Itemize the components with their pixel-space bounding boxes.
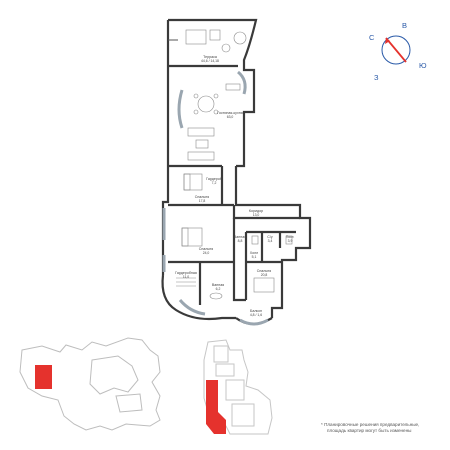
room-name-laundry: Пост.	[286, 235, 295, 239]
room-area-bedroom-2: 24,0	[203, 251, 210, 255]
compass-north-letter: С	[369, 33, 375, 42]
room-name-corridor: Коридор	[249, 209, 263, 213]
room-labels: Терраса 44,6 / 14,18 Гостиная-кухня 63,0…	[175, 55, 294, 317]
room-area-wardrobe-2: 11,0	[183, 275, 189, 279]
compass-south-letter: Ю	[419, 61, 427, 70]
furniture	[176, 29, 293, 300]
room-area-bedroom-1: 17,8	[199, 199, 206, 203]
site-plan	[19, 337, 161, 431]
room-area-hall: 5,1	[252, 255, 257, 259]
room-name-bath-1: Ванная	[234, 235, 246, 239]
room-name-bedroom-3: Спальня	[257, 269, 271, 273]
room-area-bath-3: 6,2	[216, 287, 221, 291]
room-name-living: Гостиная-кухня	[217, 111, 242, 115]
room-area-bath-2: 3,4	[268, 239, 273, 243]
disclaimer-line-2: площадь квартир могут быть изменены	[327, 428, 412, 433]
compass-west-letter: З	[374, 73, 379, 82]
room-area-balcony: 4,8 / 1,6	[250, 313, 262, 317]
room-area-corridor: 13,0	[253, 213, 260, 217]
floor-key-plan	[203, 339, 273, 435]
room-area-bath-1: 8,8	[238, 239, 243, 243]
room-name-bedroom-2: Спальня	[199, 247, 213, 251]
room-name-bath-3: Ванная	[212, 283, 224, 287]
disclaimer-note: * Планировочные решения предварительные,…	[321, 422, 441, 434]
disclaimer-line-1: * Планировочные решения предварительные,	[321, 422, 420, 427]
room-area-laundry: 3,9	[288, 239, 293, 243]
compass-east-letter: В	[402, 21, 407, 30]
windows	[162, 70, 269, 326]
compass-ring	[381, 35, 411, 65]
room-name-hall: Холл	[250, 251, 258, 255]
room-area-bedroom-3: 20,8	[261, 273, 268, 277]
room-name-balcony: Балкон	[250, 309, 262, 313]
floor-highlight	[206, 380, 226, 434]
room-name-bedroom-1: Спальня	[195, 195, 209, 199]
room-area-living: 63,0	[227, 115, 234, 119]
room-name-wardrobe-1: Гардероб	[206, 177, 222, 181]
compass-arrow-head	[385, 38, 390, 44]
compass-arrow	[385, 37, 407, 63]
room-name-wardrobe-2: Гардеробная	[175, 271, 197, 275]
room-area-wardrobe-1: 7,2	[212, 181, 217, 185]
room-name-bath-2: С/у	[267, 235, 273, 239]
compass: С В Ю З	[369, 21, 427, 82]
interior-walls	[168, 39, 300, 305]
room-area-terrace: 44,6 / 14,18	[201, 59, 219, 63]
site-highlight	[35, 365, 52, 389]
room-name-terrace: Терраса	[203, 55, 217, 59]
